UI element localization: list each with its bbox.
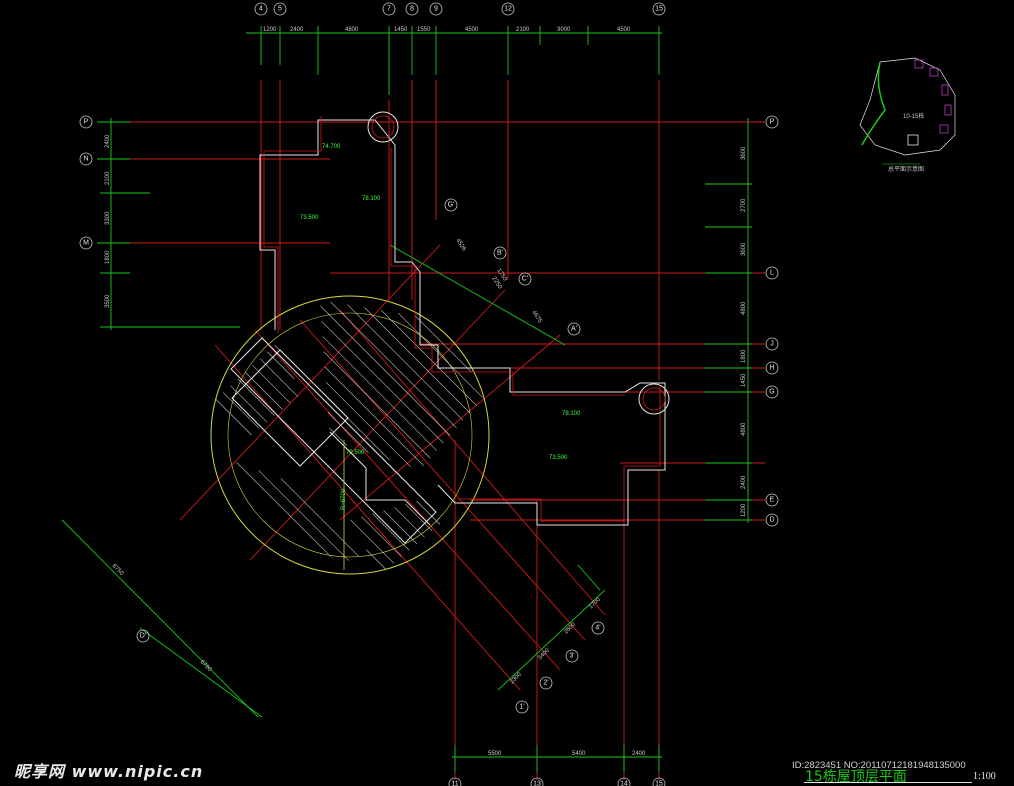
elevation-labels: 74.700 73.500 78.100 78.100 73.500 79.50… [300,144,581,510]
circular-tower [210,295,490,575]
bottom-dimension-chain: 5500 5400 2400 11 13 14 15 [448,745,666,786]
elevation: 78.100 [562,411,581,417]
axis-bubble-label: N [83,156,88,163]
top-dim: 2400 [290,27,304,33]
top-dim: 4500 [617,27,631,33]
bottom-dim: 2400 [632,751,646,757]
axis-bubble-label: L [770,270,774,277]
diag-dim: 2300 [509,671,523,685]
top-dim: 1200 [263,27,277,33]
top-dim: 1450 [394,27,408,33]
keyplan-caption: 总平面示意图 [888,165,924,173]
right-dim: 1450 [741,373,747,387]
right-dimension-chain: 3600 2700 3600 4800 1800 1450 4800 2400 … [705,115,779,527]
axis-bubble-label: M [83,240,89,247]
drawing-scale: 1:100 [973,771,996,782]
title-underline [804,782,972,783]
axis-bubble-label: G' [448,202,455,209]
axis-bubble-label: 8 [410,6,414,13]
elevation: 73.500 [549,455,568,461]
left-dim: 2100 [105,171,111,185]
right-dim: 2400 [741,475,747,489]
watermark-logo: 昵享网 www.nipic.cn [14,762,204,781]
diagonal-dimension-chains: 4526 1750 2250 4675 8750 6700 2300 3400 … [61,198,606,718]
axis-bubble-label: E [770,497,775,504]
drawing-title: 15栋屋顶层平面 [805,769,907,785]
key-plan: 10-15栋 总平面示意图 [859,57,956,173]
axis-bubble-label: 9 [434,6,438,13]
left-dim: 1800 [105,250,111,264]
axis-bubble-label: J [770,341,774,348]
axis-bubble-label: 11 [451,781,458,786]
axis-bubble-label: D [769,517,774,524]
diag-dim: 8750 [111,563,125,577]
axis-bubble-label: A' [571,326,577,333]
left-dim: 3500 [105,294,111,308]
elevation: 78.100 [362,196,381,202]
diag-dim: 6700 [199,659,213,673]
roof-outline [259,111,670,570]
top-dim: 3000 [557,27,571,33]
top-dim: 4800 [345,27,359,33]
axis-bubble-label: 15 [655,781,663,786]
right-dim: 1200 [741,503,747,517]
axis-bubble-label: P [770,119,775,126]
right-dim: 4800 [741,301,747,315]
axis-bubble-label: 12 [504,6,512,13]
right-dim: 1800 [741,349,747,363]
right-dim: 4800 [741,422,747,436]
elevation: 79.500 [346,450,365,456]
axis-bubble-label: 2' [543,680,548,687]
axis-bubble-label: 1' [519,704,524,711]
axis-bubble-label: 7 [387,6,391,13]
axis-bubble-label: C' [522,276,528,283]
axis-bubble-label: D' [140,633,146,640]
right-dim: 2700 [741,198,747,212]
diag-dim: 4526 [454,238,467,253]
diag-dim: 3400 [537,647,551,661]
keyplan-label: 10-15栋 [903,112,924,120]
axis-bubble-label: P [84,119,89,126]
axis-bubble-label: 4' [595,625,600,632]
top-dim: 1550 [417,27,431,33]
axis-bubble-label: 13 [533,781,541,786]
axis-bubble-label: H [769,365,774,372]
image-id-text: ID:2823451 NO:20110712181948135000 [792,760,966,771]
right-dim: 3600 [741,146,747,160]
elevation: 73.500 [300,215,319,221]
top-dimension-chain: 1200 2400 4800 1450 1550 4500 2100 3000 … [246,26,662,95]
radius-label: R=6700 [341,488,347,510]
axis-bubble-label: G [769,389,774,396]
left-dimension-chain: 2400 2100 3300 1800 3500 P N M [79,115,240,330]
elevation: 74.700 [322,144,341,150]
bottom-dim: 5500 [488,751,502,757]
axis-bubble-label: 14 [620,781,628,786]
right-dim: 3600 [741,242,747,256]
axis-bubble-label: 4 [259,6,263,13]
top-dim: 4500 [465,27,479,33]
axis-bubble-label: 3' [569,653,574,660]
axis-bubble-label: 15 [655,6,663,13]
axis-bubble-label: 5 [278,6,282,13]
left-dim: 3300 [105,211,111,225]
top-axis-bubbles: 4 5 7 8 9 12 15 [254,2,666,16]
left-dim: 2400 [105,134,111,148]
bottom-dim: 5400 [572,751,586,757]
diag-dim: 4675 [530,310,543,325]
axis-bubble-label: B' [497,250,503,257]
top-dim: 2100 [516,27,530,33]
